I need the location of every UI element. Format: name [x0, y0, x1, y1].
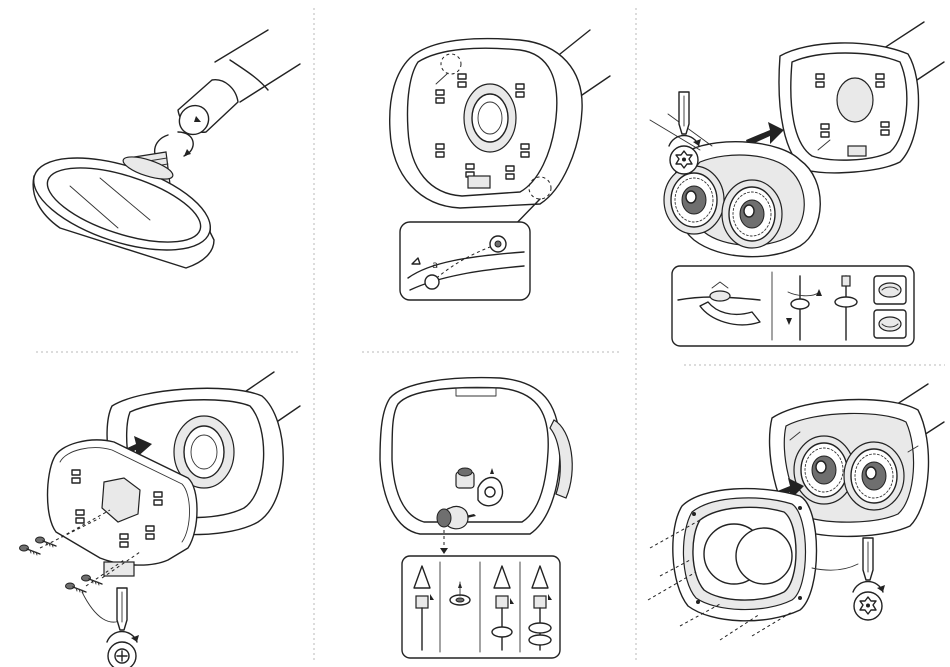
step-4-phillips-icon: [107, 588, 139, 667]
step-6-torx-icon: [853, 538, 885, 620]
step-3-illustration: [650, 22, 944, 346]
step-2-illustration: a: [390, 30, 610, 300]
callout-a-circle: [425, 275, 439, 289]
step-1-illustration: [23, 30, 300, 271]
step-3-torx-icon: [669, 92, 701, 174]
step-6-illustration: [648, 384, 944, 640]
step-5-illustration: [380, 378, 572, 658]
callout-a-label: a: [432, 260, 438, 271]
step-4-illustration: [20, 372, 301, 667]
